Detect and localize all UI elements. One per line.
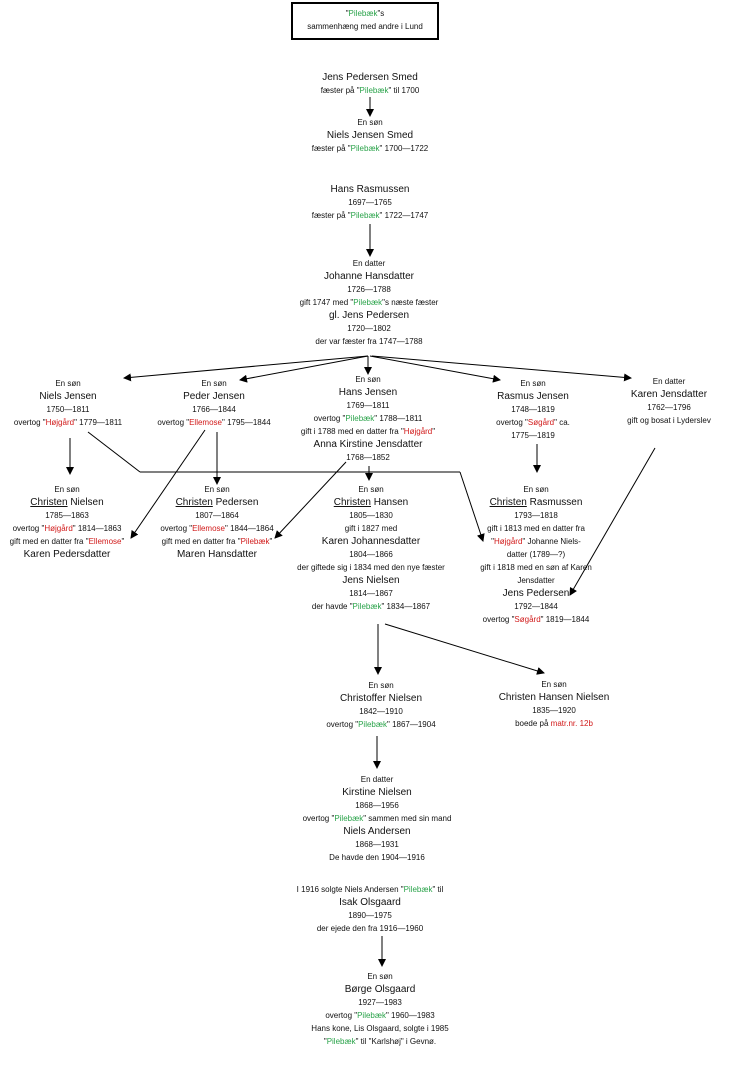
person-hans-rasmussen: Hans Rasmussen 1697—1765 fæster på "Pile… bbox=[311, 184, 429, 220]
person-christen-nielsen: En søn Christen Nielsen 1785—1863 overto… bbox=[9, 485, 125, 560]
farm-name: Pilebæk bbox=[348, 9, 378, 18]
person-hans-jensen: En søn Hans Jensen 1769—1811 overtog "Pi… bbox=[300, 375, 436, 462]
person-jens-pedersen-smed: Jens Pedersen Smed fæster på "Pilebæk" t… bbox=[320, 72, 420, 95]
arrow-c2-g1spouse bbox=[130, 429, 206, 539]
person-rasmus-jensen: En søn Rasmus Jensen 1748—1819 overtog "… bbox=[496, 379, 570, 440]
person-christen-hansen: En søn Christen Hansen 1805—1830 gift i … bbox=[297, 485, 445, 611]
arrow-c3spouse-g2spouse bbox=[274, 461, 347, 539]
arrow-g3-h2 bbox=[384, 623, 545, 675]
arrow-to-c1 bbox=[123, 355, 369, 382]
line-c1-cross bbox=[87, 431, 141, 473]
person-christen-hansen-nielsen: En søn Christen Hansen Nielsen 1835—1920… bbox=[498, 680, 610, 728]
person-karen-jensdatter: En datter Karen Jensdatter 1762—1796 gif… bbox=[627, 377, 711, 425]
arrow-cross-g4 bbox=[459, 471, 485, 542]
person-niels-jensen: En søn Niels Jensen 1750—1811 overtog "H… bbox=[13, 379, 123, 427]
arrow-to-c2 bbox=[239, 355, 369, 383]
person-christoffer-nielsen: En søn Christoffer Nielsen 1842—1910 ove… bbox=[326, 681, 436, 729]
person-johanne-hansdatter: En datter Johanne Hansdatter 1726—1788 g… bbox=[299, 259, 439, 346]
arrow-to-c4 bbox=[369, 355, 501, 383]
sale-isak-olsgaard: I 1916 solgte Niels Andersen "Pilebæk" t… bbox=[296, 885, 444, 933]
arrow-to-c5 bbox=[371, 355, 632, 382]
person-kirstine-nielsen: En datter Kirstine Nielsen 1868—1956 ove… bbox=[302, 775, 452, 862]
person-niels-jensen-smed: En søn Niels Jensen Smed fæster på "Pile… bbox=[311, 118, 429, 153]
person-christen-rasmussen: En søn Christen Rasmussen 1793—1818 gift… bbox=[480, 485, 592, 624]
arrow-c5-g4spouse bbox=[569, 447, 656, 596]
title-box: "Pilebæk"s sammenhæng med andre i Lund bbox=[291, 2, 439, 40]
person-peder-jensen: En søn Peder Jensen 1766—1844 overtog "E… bbox=[157, 379, 271, 427]
title-subtitle: sammenhæng med andre i Lund bbox=[307, 22, 423, 31]
person-borge-olsgaard: En søn Børge Olsgaard 1927—1983 overtog … bbox=[311, 972, 449, 1046]
person-christen-pedersen: En søn Christen Pedersen 1807—1864 overt… bbox=[160, 485, 274, 560]
